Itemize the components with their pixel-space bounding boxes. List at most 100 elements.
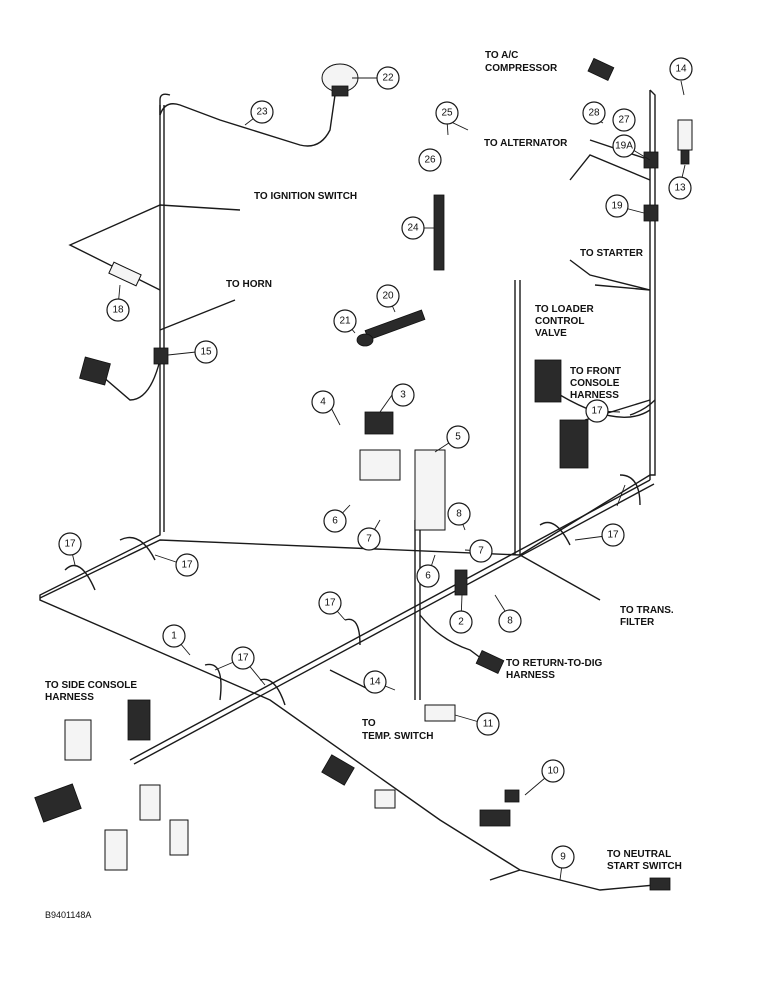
label-ac-compressor: TO A/C COMPRESSOR — [485, 50, 558, 74]
callout-14-top: 14 — [669, 57, 693, 81]
spring-loom-20-icon — [356, 309, 426, 347]
bracket-5-icon — [414, 449, 446, 531]
label-starter: TO STARTER — [580, 248, 644, 259]
side-console-plug-a-icon — [127, 699, 151, 741]
callout-28-label: 28 — [588, 108, 600, 119]
callout-3: 3 — [391, 383, 415, 407]
document-code: B9401148A — [45, 910, 91, 920]
bottom-connector-a-icon — [321, 754, 355, 786]
switch-22-icon — [321, 63, 359, 97]
label-side-console: TO SIDE CONSOLE HARNESS — [45, 680, 140, 703]
callout-19-label: 19 — [611, 201, 623, 212]
front-console-connector-icon — [534, 359, 562, 403]
callout-26-label: 26 — [424, 155, 436, 166]
callout-6-right: 6 — [416, 564, 440, 588]
callout-15: 15 — [194, 340, 218, 364]
callout-19a-label: 19A — [615, 141, 633, 152]
callout-11: 11 — [476, 712, 500, 736]
callout-17-center-label: 17 — [324, 598, 336, 609]
callout-2: 2 — [449, 610, 473, 634]
callout-1-label: 1 — [171, 631, 177, 642]
callout-20: 20 — [376, 284, 400, 308]
components — [34, 57, 693, 891]
clip-19-icon — [643, 204, 659, 222]
callout-5-label: 5 — [455, 432, 461, 443]
side-console-plug-e-icon — [139, 784, 161, 821]
callout-17-right-label: 17 — [607, 530, 619, 541]
callout-23-label: 23 — [256, 107, 268, 118]
callout-13-label: 13 — [674, 183, 686, 194]
sensor-13-icon — [677, 119, 693, 165]
callout-18: 18 — [106, 298, 130, 322]
callout-14-top-label: 14 — [675, 64, 687, 75]
callout-25: 25 — [435, 101, 459, 125]
clamp-15-icon — [153, 347, 169, 365]
callout-22: 22 — [376, 66, 400, 90]
callout-23: 23 — [250, 100, 274, 124]
label-loader-valve: TO LOADER CONTROL VALVE — [535, 304, 597, 339]
callout-17-left-mid: 17 — [175, 553, 199, 577]
callout-4: 4 — [311, 390, 335, 414]
callout-17-center: 17 — [318, 591, 342, 615]
callout-17-bottom: 17 — [231, 646, 255, 670]
relay-cap-3-icon — [364, 411, 394, 435]
callout-22-label: 22 — [382, 73, 394, 84]
label-alternator: TO ALTERNATOR — [484, 138, 568, 149]
callout-10: 10 — [541, 759, 565, 783]
fuse-2-icon — [454, 569, 468, 596]
callout-19a: 19A — [612, 134, 636, 158]
side-console-plug-d-icon — [104, 829, 128, 871]
side-console-plug-c-icon — [34, 783, 82, 823]
callout-18-label: 18 — [112, 305, 124, 316]
callout-19: 19 — [605, 194, 629, 218]
label-trans-filter: TO TRANS. FILTER — [620, 605, 677, 628]
callout-17-right: 17 — [601, 523, 625, 547]
connector-10-icon — [504, 789, 520, 803]
callout-24: 24 — [401, 216, 425, 240]
callout-11-label: 11 — [483, 719, 494, 730]
callout-17-right-upper-label: 17 — [591, 406, 603, 417]
callout-3-label: 3 — [400, 390, 406, 401]
side-console-plug-b-icon — [64, 719, 92, 761]
callout-15-label: 15 — [200, 347, 212, 358]
callout-6-left-label: 6 — [332, 516, 338, 527]
neutral-start-plug-icon — [649, 877, 671, 891]
callout-6-right-label: 6 — [425, 571, 431, 582]
callout-17-right-upper: 17 — [585, 399, 609, 423]
callout-10-label: 10 — [547, 766, 559, 777]
side-console-plug-f-icon — [169, 819, 189, 856]
callout-13: 13 — [668, 176, 692, 200]
callout-17-left: 17 — [58, 532, 82, 556]
callout-7-right: 7 — [469, 539, 493, 563]
label-horn: TO HORN — [226, 279, 272, 290]
callout-8-top: 8 — [447, 502, 471, 526]
ac-connector-icon — [587, 57, 615, 81]
callout-5: 5 — [446, 425, 470, 449]
callout-1: 1 — [162, 624, 186, 648]
left-plug-icon — [79, 356, 111, 386]
label-neutral-start: TO NEUTRAL START SWITCH — [607, 849, 682, 872]
callout-21-label: 21 — [339, 316, 351, 327]
label-front-console: TO FRONT CONSOLE HARNESS — [570, 366, 624, 401]
return-to-dig-plug-icon — [475, 650, 505, 674]
callout-28: 28 — [582, 101, 606, 125]
bottom-connector-c-icon — [479, 809, 511, 827]
callout-14-bottom-label: 14 — [369, 677, 381, 688]
relay-body-icon — [359, 449, 401, 481]
callout-20-label: 20 — [382, 291, 394, 302]
callout-8-top-label: 8 — [456, 509, 462, 520]
callout-17-left-mid-label: 17 — [181, 560, 193, 571]
label-ignition-switch: TO IGNITION SWITCH — [254, 191, 357, 202]
clamps-17-icon — [64, 399, 656, 706]
callout-8-bottom: 8 — [498, 609, 522, 633]
callout-8-bottom-label: 8 — [507, 616, 513, 627]
callout-27: 27 — [612, 108, 636, 132]
callout-14-bottom: 14 — [363, 670, 387, 694]
callout-24-label: 24 — [407, 223, 419, 234]
spring-loom-24-icon — [433, 194, 445, 271]
callout-27-label: 27 — [618, 115, 630, 126]
callout-7-left: 7 — [357, 527, 381, 551]
callout-17-bottom-label: 17 — [237, 653, 249, 664]
callout-6-left: 6 — [323, 509, 347, 533]
callout-21: 21 — [333, 309, 357, 333]
